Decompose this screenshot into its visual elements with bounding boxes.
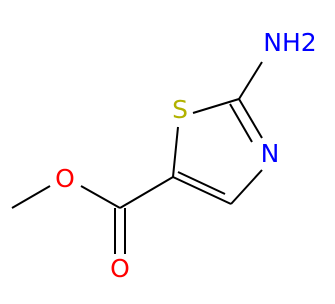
bond-c5-sulfur — [172, 126, 179, 178]
bond-c4-c5-b — [177, 171, 226, 195]
bond-c2-n3-b — [229, 103, 253, 143]
bond-c2-amine — [238, 61, 263, 100]
bond-carbonyl-ring — [119, 176, 174, 209]
sulfur-label: S — [172, 95, 188, 124]
ring-nitrogen-label: N — [261, 139, 280, 168]
bond-sulfur-c2 — [192, 98, 240, 114]
bond-c4-c5-a — [172, 176, 232, 205]
atom-label-layer: NH2 S N O O — [55, 28, 317, 283]
bond-layer — [11, 61, 263, 254]
carbonyl-oxygen-label: O — [110, 254, 130, 283]
bond-n3-c4 — [230, 169, 263, 205]
bond-oxygen-carbonyl — [80, 185, 121, 209]
amine-label: NH2 — [263, 28, 316, 57]
ester-oxygen-label: O — [55, 164, 75, 193]
bond-c2-n3-a — [238, 98, 263, 139]
bond-methyl-oxygen — [11, 185, 51, 209]
